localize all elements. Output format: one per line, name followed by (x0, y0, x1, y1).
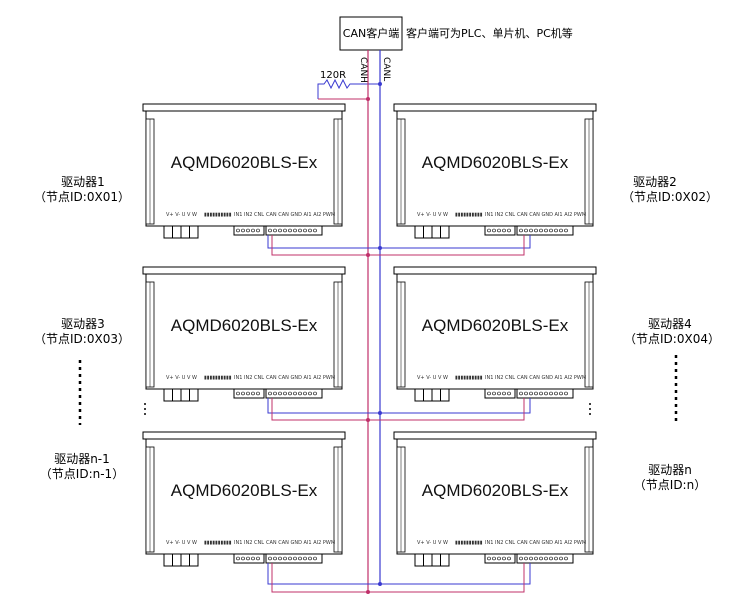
driver-2-node: （节点ID:0X02） (622, 190, 718, 204)
can-client-label: CAN客户端 (343, 26, 399, 40)
driver-n-name: 驱动器n (648, 463, 692, 477)
junction-dots (366, 82, 382, 594)
resistor-label: 120R (320, 70, 346, 81)
driver-3-name: 驱动器3 (61, 317, 105, 331)
driver-1-model: AQMD6020BLS-Ex (171, 153, 318, 172)
driver-1-node: （节点ID:0X01） (34, 190, 130, 204)
driver-n-1-model: AQMD6020BLS-Ex (171, 481, 318, 500)
driver-4-node: （节点ID:0X04） (624, 332, 720, 346)
driver-n-node: （节点ID:n） (633, 478, 707, 492)
can-client-box (339, 16, 403, 51)
termination-resistor (317, 78, 380, 100)
driver-n-1-name: 驱动器n-1 (54, 452, 110, 466)
canl-label: CANL (381, 57, 391, 81)
bus-stubs-row-1 (267, 235, 531, 256)
driver-2-model: AQMD6020BLS-Ex (422, 153, 569, 172)
driver-4-name: 驱动器4 (648, 317, 692, 331)
canh-label: CANH (358, 57, 368, 83)
bus-stubs-row-2 (267, 398, 531, 421)
driver-3-model: AQMD6020BLS-Ex (171, 316, 318, 335)
driver-4-model: AQMD6020BLS-Ex (422, 316, 569, 335)
driver-n-1-node: （节点ID:n-1） (39, 467, 125, 481)
driver-3-node: （节点ID:0X03） (34, 332, 130, 346)
driver-2-name: 驱动器2 (633, 175, 677, 189)
driver-1-name: 驱动器1 (61, 175, 105, 189)
bus-stubs-row-3 (267, 563, 531, 593)
driver-n-model: AQMD6020BLS-Ex (422, 481, 569, 500)
client-note: 客户端可为PLC、单片机、PC机等 (406, 26, 573, 40)
